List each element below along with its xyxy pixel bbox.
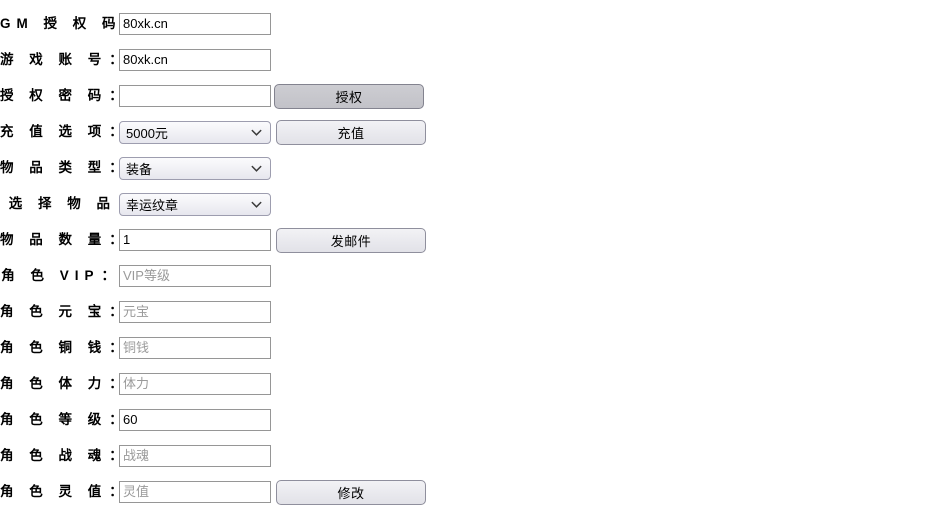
select-value-recharge-option: 5000元 <box>126 125 168 141</box>
input-auth-password[interactable] <box>119 85 271 107</box>
form-row-select-item: 选 择 物 品幸运纹章 <box>0 186 937 222</box>
label-role-spirit: 角 色 灵 值： <box>0 482 123 502</box>
label-role-vip: 角 色 VIP： <box>0 266 116 286</box>
field-role-copper <box>119 337 271 359</box>
field-role-yuanbao <box>119 301 271 323</box>
input-role-copper[interactable] <box>119 337 271 359</box>
field-role-vip <box>119 265 271 287</box>
field-item-quantity: 发邮件 <box>119 227 426 253</box>
select-select-item[interactable]: 幸运纹章 <box>119 192 271 216</box>
label-text-recharge-option: 充 值 选 项 <box>0 124 108 139</box>
field-role-stamina <box>119 373 271 395</box>
field-role-warsoul <box>119 445 271 467</box>
label-text-role-warsoul: 角 色 战 魂 <box>0 448 108 463</box>
label-select-item: 选 择 物 品 <box>0 194 116 214</box>
chevron-down-icon <box>251 127 262 136</box>
form-row-role-vip: 角 色 VIP： <box>0 258 937 294</box>
form-row-gm-auth-code: GM 授 权 码： <box>0 6 937 42</box>
label-game-account: 游 戏 账 号： <box>0 50 123 70</box>
field-gm-auth-code <box>119 13 271 35</box>
label-role-stamina: 角 色 体 力： <box>0 374 123 394</box>
label-role-level: 角 色 等 级： <box>0 410 123 430</box>
label-recharge-option: 充 值 选 项： <box>0 122 123 142</box>
label-role-warsoul: 角 色 战 魂： <box>0 446 123 466</box>
select-item-type[interactable]: 装备 <box>119 156 271 180</box>
input-game-account[interactable] <box>119 49 271 71</box>
label-colon-role-vip: ： <box>101 268 116 283</box>
label-text-game-account: 游 戏 账 号 <box>0 52 108 67</box>
input-item-quantity[interactable] <box>119 229 271 251</box>
form-row-item-quantity: 物 品 数 量： 发邮件 <box>0 222 937 258</box>
field-auth-password: 授权 <box>119 83 424 109</box>
label-gm-auth-code: GM 授 权 码： <box>0 14 137 34</box>
form-row-role-warsoul: 角 色 战 魂： <box>0 438 937 474</box>
input-role-vip[interactable] <box>119 265 271 287</box>
input-role-stamina[interactable] <box>119 373 271 395</box>
input-gm-auth-code[interactable] <box>119 13 271 35</box>
button-role-spirit[interactable]: 修改 <box>276 479 426 505</box>
form-row-auth-password: 授 权 密 码： 授权 <box>0 78 937 114</box>
field-role-spirit: 修改 <box>119 479 426 505</box>
label-item-type: 物 品 类 型： <box>0 158 123 178</box>
label-text-select-item: 选 择 物 品 <box>8 196 116 211</box>
label-role-copper: 角 色 铜 钱： <box>0 338 123 358</box>
label-role-yuanbao: 角 色 元 宝： <box>0 302 123 322</box>
button-recharge-option[interactable]: 充值 <box>276 119 426 145</box>
field-game-account <box>119 49 271 71</box>
label-text-role-copper: 角 色 铜 钱 <box>0 340 108 355</box>
button-auth-password[interactable]: 授权 <box>274 83 424 109</box>
label-text-role-level: 角 色 等 级 <box>0 412 108 427</box>
form-row-role-yuanbao: 角 色 元 宝： <box>0 294 937 330</box>
field-role-level <box>119 409 271 431</box>
label-item-quantity: 物 品 数 量： <box>0 230 123 250</box>
field-recharge-option: 5000元 充值 <box>119 119 426 145</box>
field-item-type: 装备 <box>119 156 271 180</box>
select-value-select-item: 幸运纹章 <box>126 197 179 213</box>
form-row-role-stamina: 角 色 体 力： <box>0 366 937 402</box>
label-text-auth-password: 授 权 密 码 <box>0 88 108 103</box>
input-role-warsoul[interactable] <box>119 445 271 467</box>
form-row-role-level: 角 色 等 级： <box>0 402 937 438</box>
label-text-role-stamina: 角 色 体 力 <box>0 376 108 391</box>
label-text-item-quantity: 物 品 数 量 <box>0 232 108 247</box>
select-value-item-type: 装备 <box>126 161 153 177</box>
label-text-role-vip: 角 色 VIP <box>1 268 100 283</box>
form-row-game-account: 游 戏 账 号： <box>0 42 937 78</box>
input-role-yuanbao[interactable] <box>119 301 271 323</box>
form-row-recharge-option: 充 值 选 项：5000元 充值 <box>0 114 937 150</box>
input-role-level[interactable] <box>119 409 271 431</box>
input-role-spirit[interactable] <box>119 481 271 503</box>
label-text-gm-auth-code: GM 授 权 码 <box>0 16 122 31</box>
chevron-down-icon <box>251 199 262 208</box>
select-recharge-option[interactable]: 5000元 <box>119 120 271 144</box>
form-row-item-type: 物 品 类 型：装备 <box>0 150 937 186</box>
label-text-item-type: 物 品 类 型 <box>0 160 108 175</box>
form-row-role-spirit: 角 色 灵 值： 修改 <box>0 474 937 510</box>
button-item-quantity[interactable]: 发邮件 <box>276 227 426 253</box>
chevron-down-icon <box>251 163 262 172</box>
label-text-role-yuanbao: 角 色 元 宝 <box>0 304 108 319</box>
field-select-item: 幸运纹章 <box>119 192 271 216</box>
form-row-role-copper: 角 色 铜 钱： <box>0 330 937 366</box>
label-auth-password: 授 权 密 码： <box>0 86 123 106</box>
label-text-role-spirit: 角 色 灵 值 <box>0 484 108 499</box>
